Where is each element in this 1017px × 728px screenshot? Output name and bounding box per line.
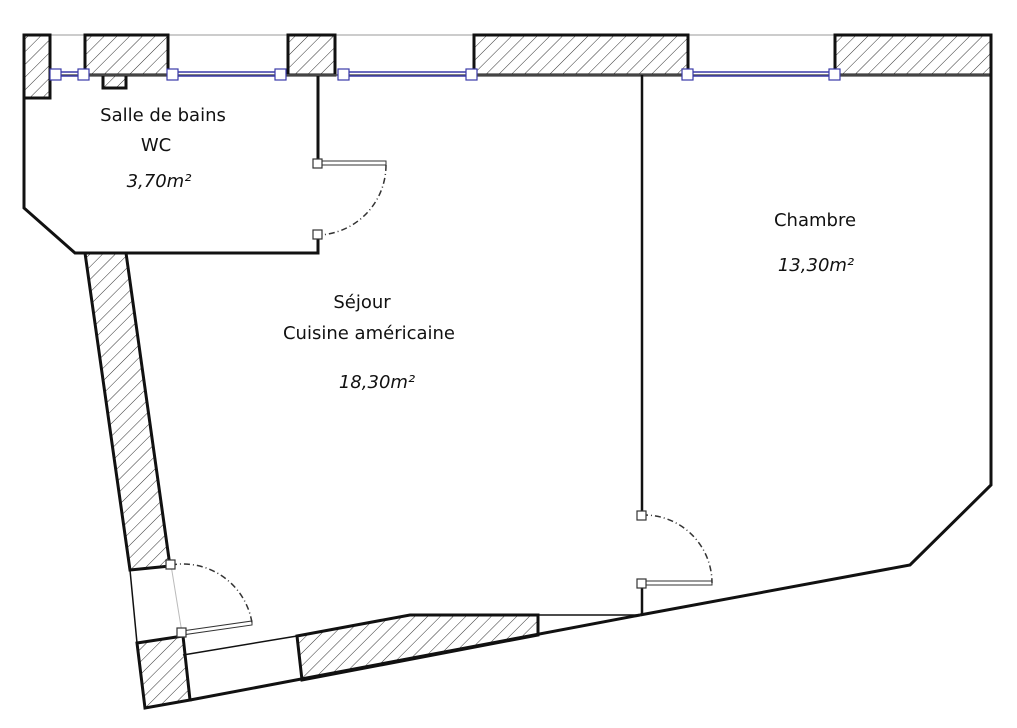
door-leaf (317, 160, 387, 166)
room-subname-bathroom: WC (140, 135, 172, 156)
room-area-bathroom: 3,70m² (126, 171, 192, 192)
door-swing-arc (641, 514, 713, 584)
wall-block (83, 251, 172, 572)
handles[interactable] (49, 68, 841, 81)
wall-block (472, 33, 690, 77)
wall-block (135, 634, 192, 710)
room-area-living: 18,30m² (338, 372, 416, 393)
wall-block (286, 33, 337, 77)
room-name-living: Séjour (333, 292, 391, 313)
room-area-bedroom: 13,30m² (777, 255, 855, 276)
door-swing-arc (170, 563, 253, 624)
wall-block (295, 613, 540, 682)
hatched-walls (22, 33, 993, 710)
wall-block (833, 33, 993, 77)
wall-block (101, 73, 128, 90)
wall-block (83, 33, 170, 77)
door-leaf (641, 580, 713, 586)
doors (170, 160, 713, 636)
windows (50, 71, 835, 77)
room-name-bedroom: Chambre (773, 210, 857, 231)
room-subname-living: Cuisine américaine (282, 323, 456, 344)
walls (22, 35, 993, 702)
door-swing-arc (317, 164, 387, 236)
wall-block (22, 33, 52, 100)
room-name-bathroom: Salle de bains (100, 105, 226, 126)
door-handles[interactable] (165, 158, 647, 638)
door-leaf (181, 620, 253, 636)
